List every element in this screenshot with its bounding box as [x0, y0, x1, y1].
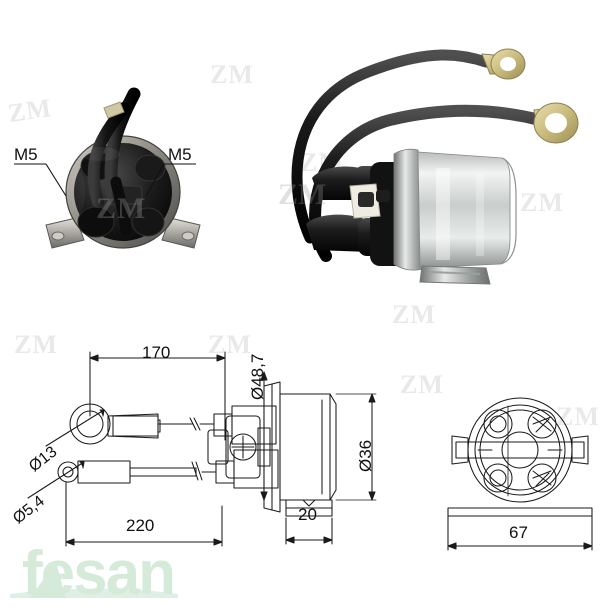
- fesan-swoosh-icon: [10, 556, 180, 598]
- watermark-zm: ZM: [96, 192, 147, 225]
- dimension-label-67: 67: [509, 523, 528, 542]
- chrome-solenoid-body: [417, 151, 511, 269]
- watermark-zm: ZM: [556, 402, 600, 431]
- brass-ring-terminal-lower: [533, 102, 579, 144]
- dimension-20: [285, 517, 333, 545]
- mounting-tab-right: [161, 217, 201, 249]
- cable-lower: [309, 104, 546, 262]
- mounting-tab-left: [45, 217, 85, 249]
- dimension-label-220: 220: [126, 516, 155, 535]
- solenoid-angled-view-photo: ZM: [250, 28, 590, 288]
- mounting-bracket: [419, 265, 491, 285]
- brass-ring-terminal-upper: [481, 48, 526, 80]
- cable-upper-drawing: [69, 403, 277, 445]
- dimension-220: [65, 481, 223, 547]
- spade-terminal: [349, 183, 390, 219]
- solenoid-body-drawing: [207, 381, 337, 517]
- fesan-watermark: fesan: [22, 539, 176, 608]
- diameter-leaders: [27, 409, 105, 499]
- callout-label-m5-right: M5: [168, 145, 192, 164]
- watermark-zm: ZM: [210, 60, 254, 89]
- dimension-label-170: 170: [142, 343, 171, 362]
- dimension-170: [89, 351, 226, 441]
- watermark-zm: ZM: [392, 300, 436, 329]
- watermark-zm: ZM: [14, 330, 58, 359]
- watermark-zm: ZM: [208, 330, 252, 359]
- cable-lower-drawing: [57, 449, 279, 489]
- svg-text:ZM: ZM: [278, 178, 326, 211]
- callout-label-m5-left: M5: [14, 145, 38, 164]
- cable-upper: [291, 49, 492, 244]
- dimension-dia-36: [335, 393, 377, 501]
- watermark-zm: ZM: [520, 188, 564, 217]
- brass-ring-terminal: [103, 101, 125, 119]
- dimension-label-20: 20: [298, 505, 317, 524]
- end-view-drawing: [447, 397, 593, 517]
- dimension-label-dia-48-7: Ø48,7: [248, 353, 267, 400]
- dimension-67: [447, 515, 593, 551]
- technical-drawing: [0, 320, 600, 570]
- watermark-zm: ZM: [400, 370, 444, 399]
- cable-lower: [87, 102, 130, 208]
- dimension-label-dia-36: Ø36: [356, 439, 375, 472]
